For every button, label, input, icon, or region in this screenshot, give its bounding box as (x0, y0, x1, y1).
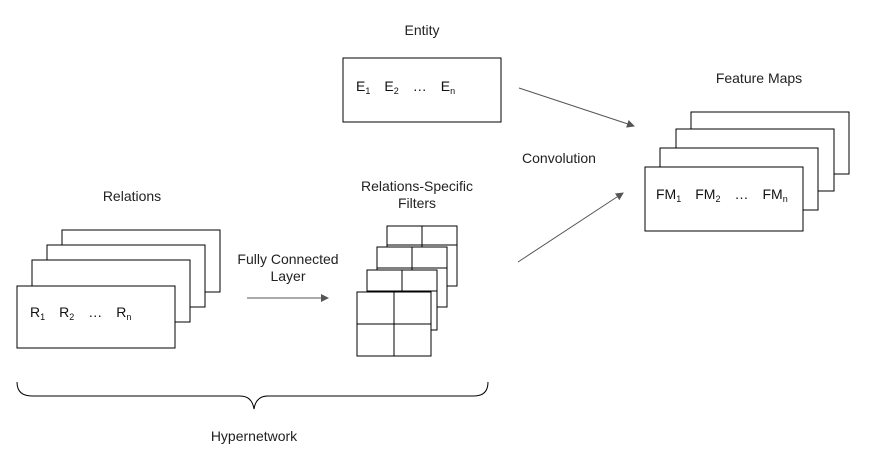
feature-map-front-box (644, 166, 804, 232)
fc-label-line2: Layer (270, 268, 306, 284)
relation-item-subscript: 2 (69, 312, 75, 322)
entity-item: En (441, 78, 455, 96)
feature-maps-title: Feature Maps (715, 70, 803, 86)
relation-item-base: R (30, 304, 41, 320)
entity-item: E2 (384, 78, 398, 96)
feature-map-item: … (734, 186, 748, 202)
entity-to-feature-arrow (518, 87, 635, 128)
feature-map-item-base: FM (762, 186, 783, 202)
entity-box (342, 57, 502, 123)
entity-item-base: E (440, 78, 451, 94)
relation-item-base: R (59, 304, 70, 320)
filters-title-line1: Relations-Specific (360, 178, 474, 194)
relation-item-subscript: n (126, 312, 132, 322)
fc-label-line1: Fully Connected (237, 251, 339, 267)
feature-map-item: FM1 (656, 186, 681, 204)
feature-map-item: FM2 (695, 186, 720, 204)
relation-front-box (16, 285, 176, 349)
feature-map-item-subscript: 1 (676, 194, 682, 204)
relations-title: Relations (102, 188, 162, 204)
feature-map-item-subscript: n (782, 194, 788, 204)
hypernetwork-label: Hypernetwork (210, 428, 298, 444)
entity-title: Entity (404, 22, 440, 38)
entity-item-base: E (384, 78, 394, 94)
entity-item: … (413, 78, 427, 94)
filter-grid-front (356, 291, 432, 357)
convolution-label: Convolution (522, 150, 596, 166)
filters-to-feature-arrow (517, 192, 624, 263)
entity-item: E1 (356, 78, 370, 96)
entity-item-subscript: 1 (365, 86, 371, 96)
relation-item: R2 (59, 304, 74, 322)
feature-map-item: FMn (762, 186, 787, 204)
entity-item-base: E (356, 78, 366, 94)
feature-map-item-base: FM (695, 186, 716, 202)
relation-item: … (88, 304, 102, 320)
relation-item-base: … (88, 304, 103, 320)
filters-title-line2: Filters (397, 195, 437, 211)
feature-map-item-subscript: 2 (715, 194, 721, 204)
feature-map-item-base: FM (656, 186, 677, 202)
entity-item-base: … (412, 78, 427, 94)
relation-item: R1 (30, 304, 45, 322)
relation-item-subscript: 1 (40, 312, 46, 322)
feature-map-item-base: … (734, 186, 749, 202)
hypernetwork-brace (16, 381, 489, 410)
entity-item-subscript: n (450, 86, 456, 96)
relation-item-base: R (116, 304, 127, 320)
entity-item-subscript: 2 (393, 86, 399, 96)
relation-item: Rn (116, 304, 131, 322)
